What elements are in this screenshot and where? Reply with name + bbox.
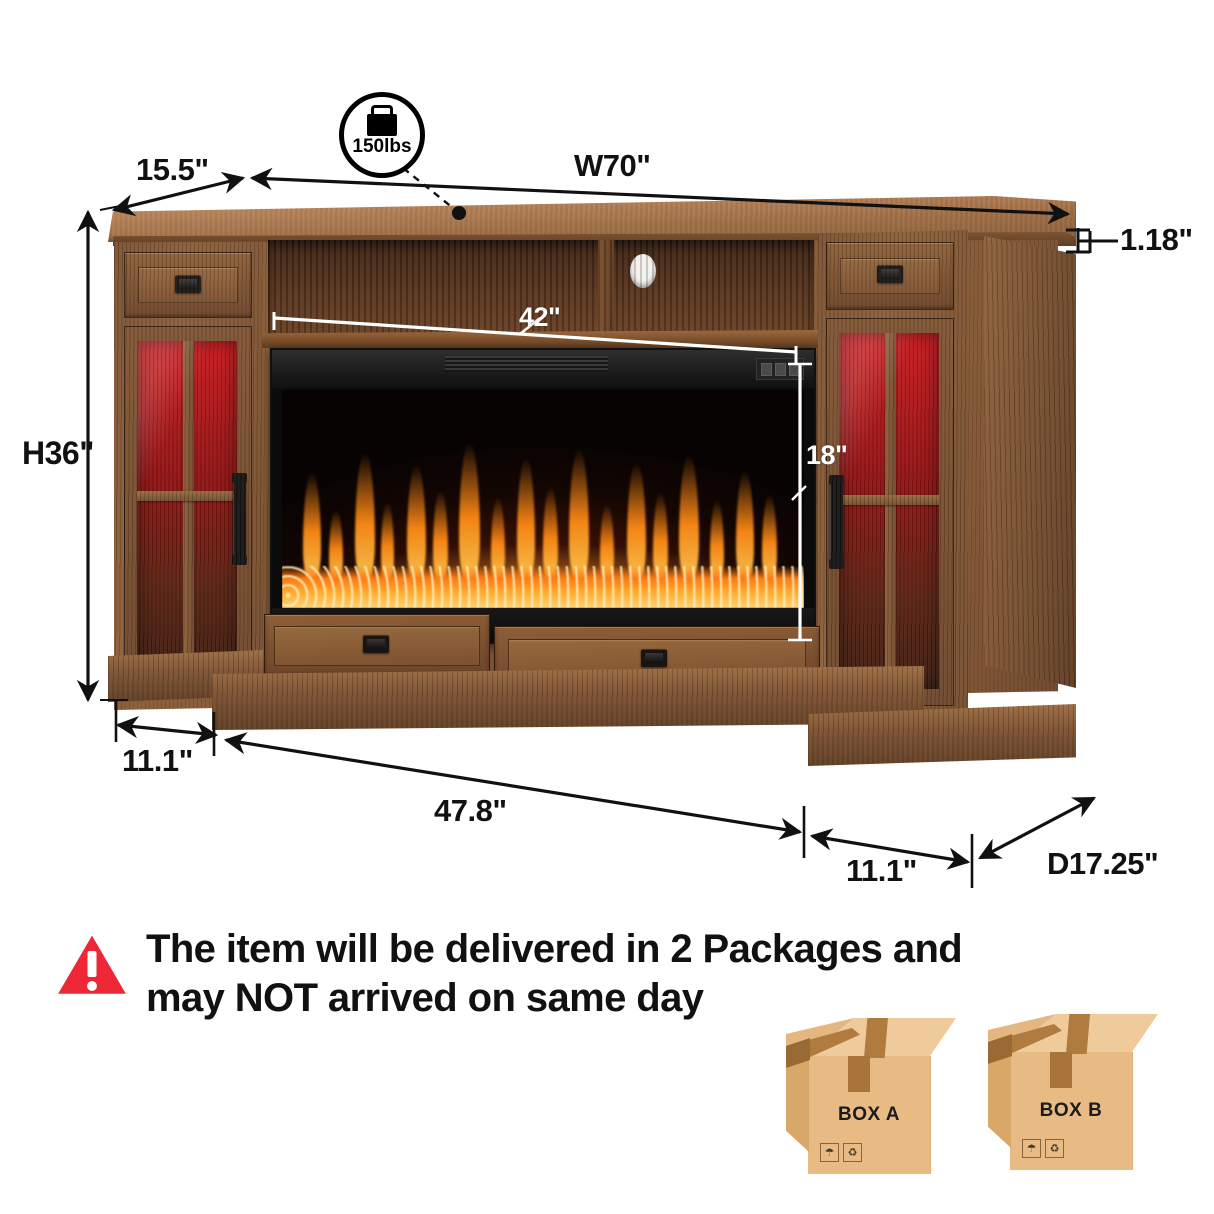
recycle-symbol-icon: ♻ bbox=[843, 1143, 862, 1162]
center-width-label: 47.8" bbox=[434, 793, 507, 828]
fireplace-vent-grille bbox=[445, 356, 609, 372]
package-box-a: BOX A ☂ ♻ bbox=[786, 1016, 956, 1176]
weight-capacity-badge: 150lbs bbox=[339, 92, 425, 178]
right-drawer-pull-icon[interactable] bbox=[877, 265, 903, 283]
warning-line-2: may NOT arrived on same day bbox=[146, 975, 704, 1020]
left-drawer-pull-icon[interactable] bbox=[175, 275, 201, 293]
bottom-right-drawer-pull-icon[interactable] bbox=[641, 649, 667, 667]
cable-management-hole bbox=[630, 254, 656, 288]
left-drawer[interactable] bbox=[124, 252, 252, 318]
right-cabinet-width-label: 11.1" bbox=[846, 853, 917, 888]
package-box-b-symbols: ☂ ♻ bbox=[1022, 1139, 1064, 1158]
package-box-b: BOX B ☂ ♻ bbox=[988, 1012, 1158, 1172]
height-total-label: H36" bbox=[22, 435, 94, 471]
warning-line-1: The item will be delivered in 2 Packages… bbox=[146, 927, 963, 971]
package-box-b-label: BOX B bbox=[1039, 1100, 1103, 1121]
depth-total-label: D17.25" bbox=[1047, 846, 1159, 881]
left-cabinet bbox=[114, 242, 262, 700]
bottom-drawer-left[interactable] bbox=[264, 614, 490, 678]
weight-capacity-label: 150lbs bbox=[352, 136, 412, 157]
right-drawer[interactable] bbox=[826, 242, 954, 310]
left-door-glass bbox=[137, 341, 237, 671]
umbrella-symbol-icon: ☂ bbox=[820, 1143, 839, 1162]
fireplace-width-label: 42" bbox=[519, 302, 561, 332]
fireplace-top-bezel bbox=[272, 350, 814, 388]
plinth-right bbox=[808, 704, 1076, 766]
weight-bag-icon bbox=[367, 114, 397, 136]
electric-fireplace-insert bbox=[270, 348, 816, 644]
top-thickness-label: 1.18" bbox=[1120, 222, 1193, 257]
fireplace-height-label: 18" bbox=[806, 440, 848, 470]
bottom-left-drawer-pull-icon[interactable] bbox=[363, 635, 389, 653]
right-cabinet bbox=[818, 230, 968, 722]
fireplace-tv-stand-illustration bbox=[108, 196, 1076, 796]
width-total-label: W70" bbox=[574, 148, 651, 183]
ember-bed bbox=[282, 566, 804, 608]
right-door-handle-icon[interactable] bbox=[829, 475, 844, 569]
shelf-divider bbox=[598, 240, 614, 336]
recycle-symbol-icon: ♻ bbox=[1045, 1139, 1064, 1158]
fireplace-flame-window bbox=[282, 390, 804, 608]
umbrella-symbol-icon: ☂ bbox=[1022, 1139, 1041, 1158]
right-side-panel bbox=[984, 236, 1076, 688]
fireplace-control-panel[interactable] bbox=[756, 358, 804, 380]
left-glass-door[interactable] bbox=[124, 326, 252, 688]
delivery-warning-text: The item will be delivered in 2 Packages… bbox=[146, 925, 963, 1023]
delivery-warning: The item will be delivered in 2 Packages… bbox=[56, 925, 1056, 1023]
depth-top-label: 15.5" bbox=[136, 152, 209, 187]
right-door-glass bbox=[839, 333, 939, 689]
package-box-a-symbols: ☂ ♻ bbox=[820, 1143, 862, 1162]
plinth-center bbox=[212, 666, 924, 730]
right-glass-door[interactable] bbox=[826, 318, 954, 706]
warning-triangle-icon bbox=[56, 933, 128, 999]
left-door-handle-icon[interactable] bbox=[232, 473, 247, 565]
package-box-a-label: BOX A bbox=[838, 1104, 900, 1125]
left-cabinet-width-label: 11.1" bbox=[122, 743, 193, 778]
